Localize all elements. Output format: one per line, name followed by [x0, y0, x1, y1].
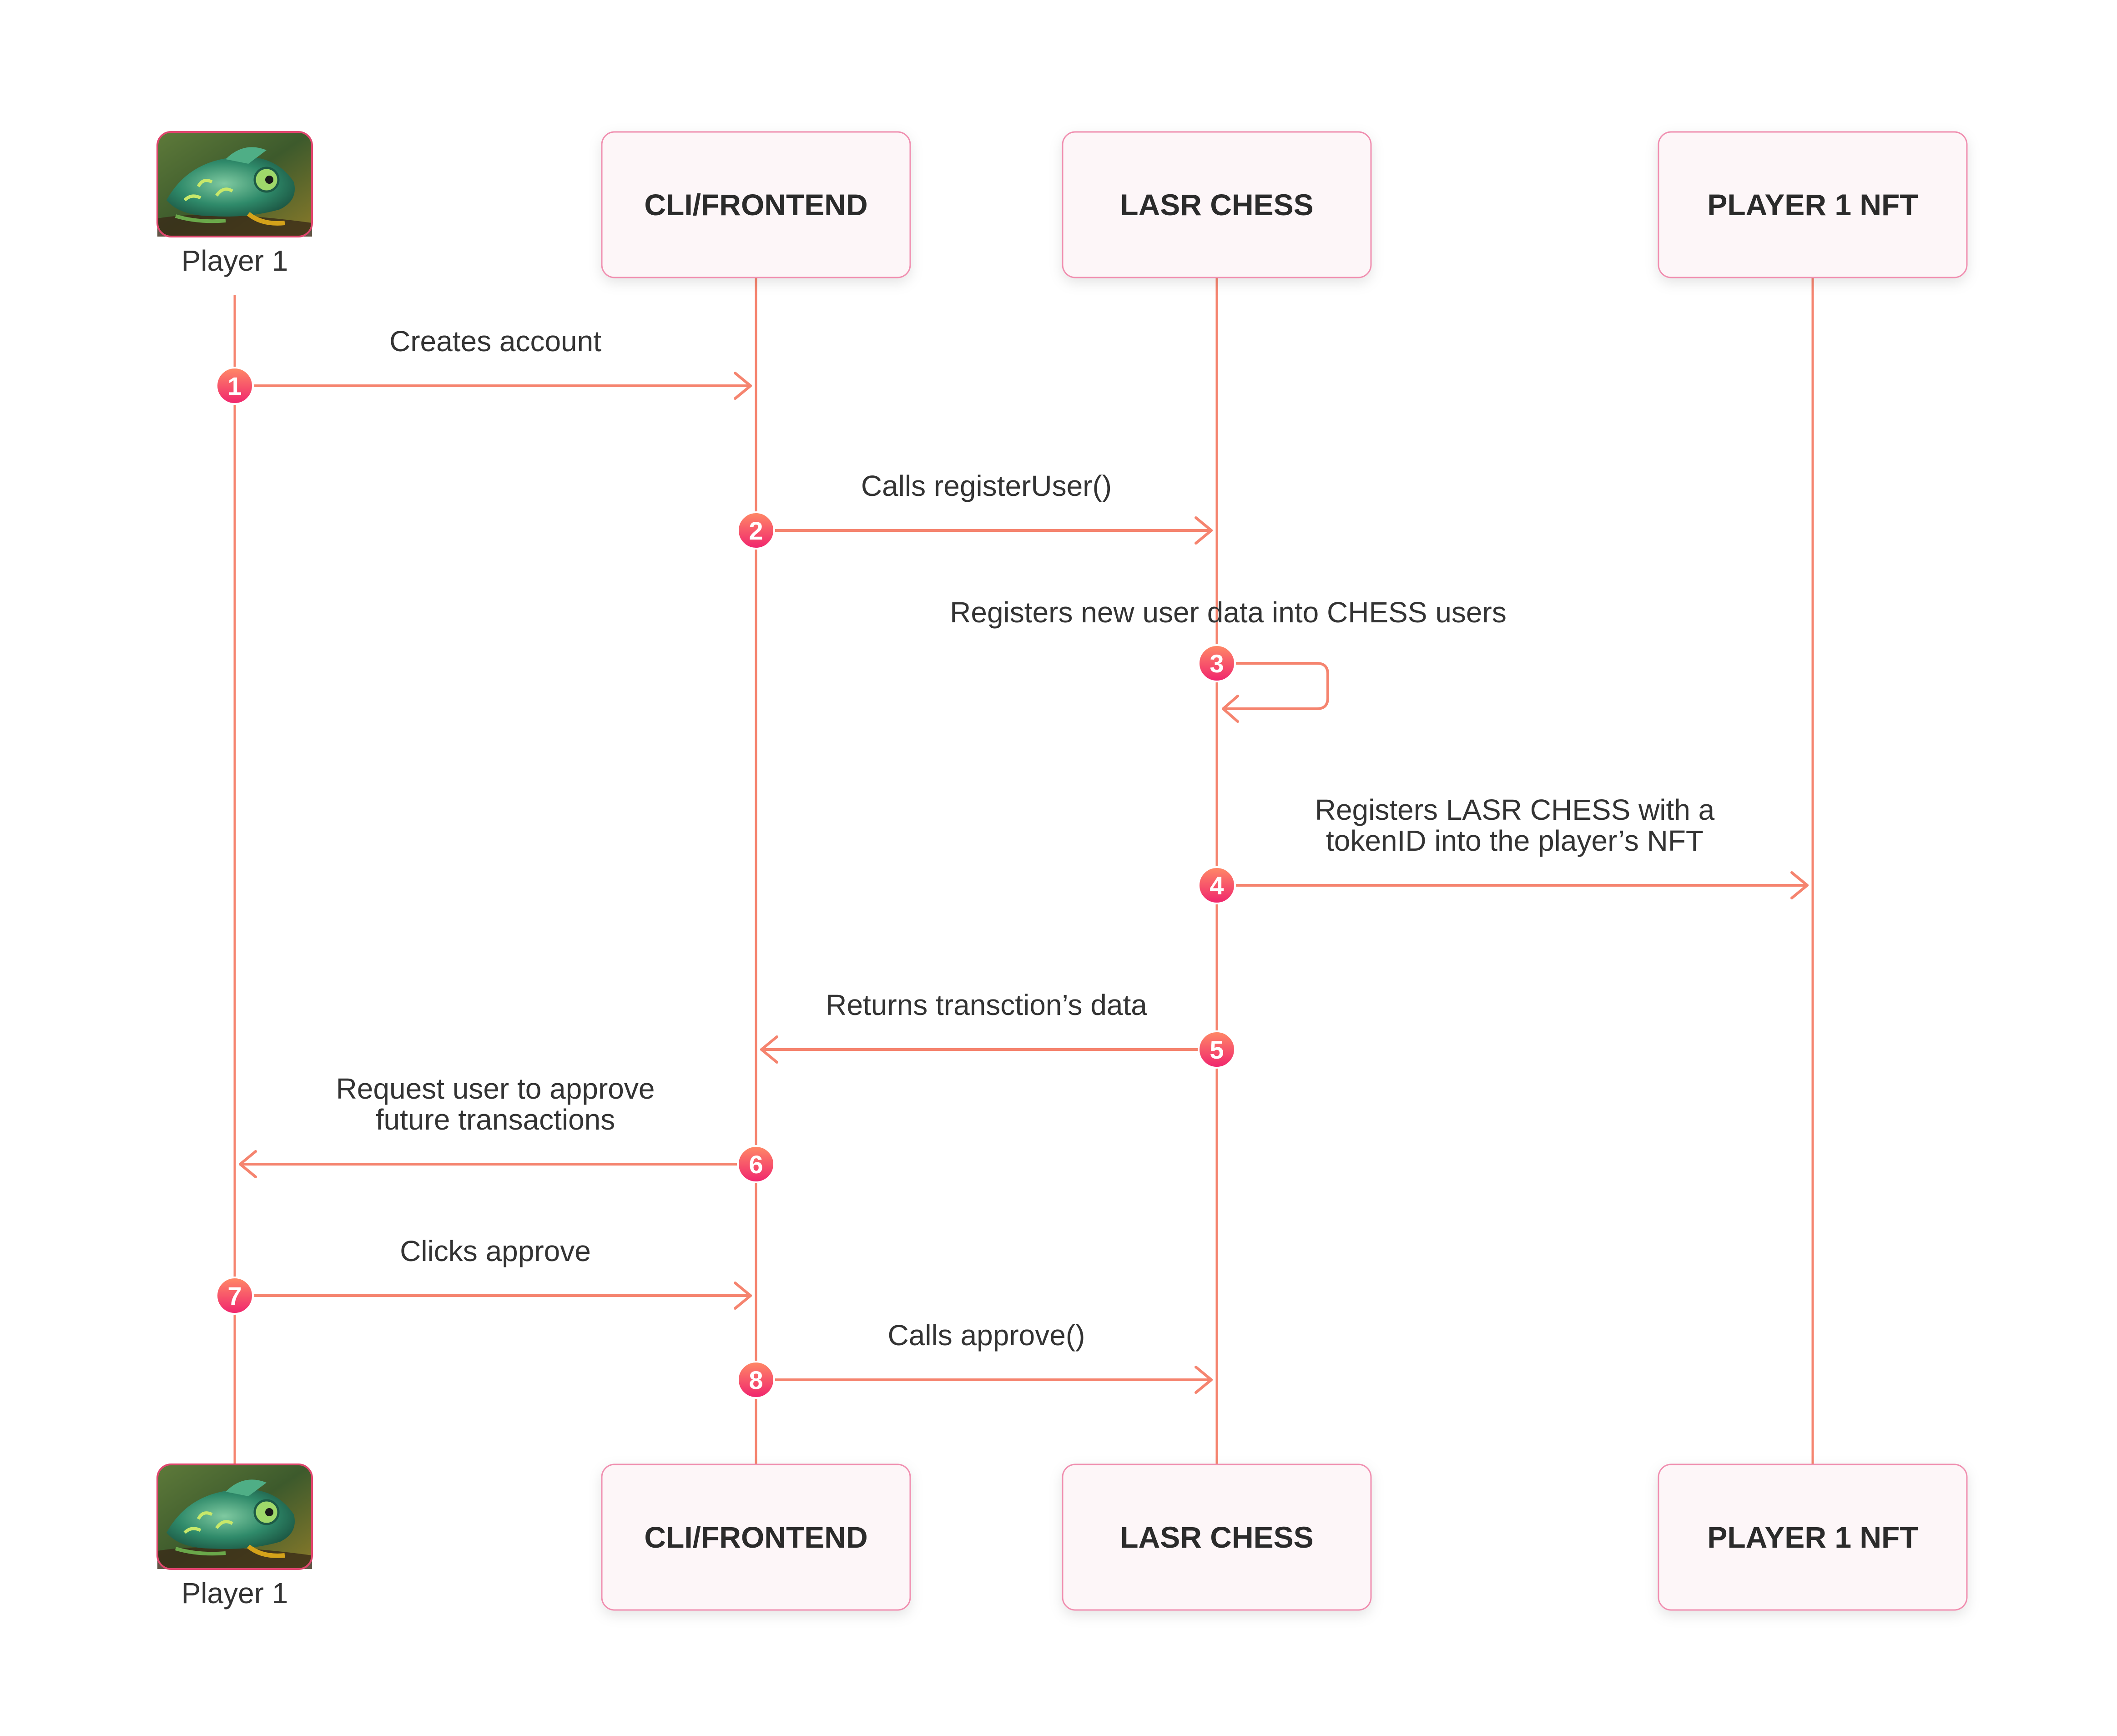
arrowhead [734, 1282, 752, 1310]
participant-box-cli-top: CLI/FRONTEND [601, 131, 911, 278]
participant-box-frame [1658, 1463, 1968, 1611]
arrowhead [1222, 695, 1239, 723]
participant-box-frame [601, 1463, 911, 1611]
step-badge-circle [737, 1361, 775, 1399]
step-badge: 5 [1198, 1030, 1236, 1069]
step-number: 4 [1210, 871, 1224, 900]
actor-label: Player 1 [181, 244, 288, 277]
avatar-frame [156, 1463, 313, 1570]
message-label: Request user to approve [336, 1072, 655, 1105]
message-5: Returns transction’s data 5 [760, 989, 1236, 1069]
step-badge-circle [216, 367, 254, 405]
participant-label: LASR CHESS [1120, 1520, 1313, 1554]
arrowhead [239, 1150, 257, 1178]
participants-top: Player 1 CLI/FRONTEND LASR CHESS PLAYER 1 N… [156, 131, 1968, 278]
step-number: 5 [1210, 1035, 1224, 1064]
message-1: Creates account 1 [216, 325, 752, 405]
participant-label: PLAYER 1 NFT [1707, 1520, 1918, 1554]
participant-box-nft-top: PLAYER 1 NFT [1658, 131, 1968, 278]
step-number: 3 [1210, 649, 1224, 678]
participants-bottom: Player 1 CLI/FRONTEND LASR CHESS PLAYER 1 N… [156, 1463, 1968, 1611]
chameleon-avatar-icon [157, 1464, 312, 1569]
step-badge-circle [737, 511, 775, 550]
participant-box-cli-bottom: CLI/FRONTEND [601, 1463, 911, 1611]
message-8: Calls approve() 8 [737, 1319, 1213, 1399]
step-badge: 7 [216, 1277, 254, 1315]
arrowhead [1195, 1366, 1213, 1394]
message-7: Clicks approve 7 [216, 1235, 752, 1315]
message-label: Clicks approve [400, 1235, 591, 1267]
actor-player-top: Player 1 [156, 131, 313, 277]
step-badge: 3 [1198, 644, 1236, 682]
message-label: tokenID into the player’s NFT [1326, 824, 1704, 857]
message-label: Returns transction’s data [826, 989, 1147, 1021]
lifelines [233, 278, 1814, 1464]
arrowhead [1195, 516, 1213, 545]
step-badge-circle [216, 1277, 254, 1315]
message-label: Registers LASR CHESS with a [1315, 793, 1715, 826]
step-badge: 1 [216, 367, 254, 405]
step-number: 7 [227, 1282, 242, 1310]
message-label: Calls registerUser() [861, 469, 1112, 502]
participant-label: CLI/FRONTEND [644, 188, 867, 222]
step-badge: 2 [737, 511, 775, 550]
step-number: 1 [227, 372, 242, 400]
participant-box-lasr-top: LASR CHESS [1062, 131, 1372, 278]
step-badge: 8 [737, 1361, 775, 1399]
participant-label: PLAYER 1 NFT [1707, 188, 1918, 222]
participant-box-frame [1062, 1463, 1372, 1611]
message-label: Registers new user data into CHESS users [950, 596, 1507, 629]
avatar-frame [156, 131, 313, 237]
participant-box-lasr-bottom: LASR CHESS [1062, 1463, 1372, 1611]
participant-box-nft-bottom: PLAYER 1 NFT [1658, 1463, 1968, 1611]
actor-label: Player 1 [181, 1577, 288, 1610]
participant-box-frame [1062, 131, 1372, 278]
participant-box-frame [601, 131, 911, 278]
step-number: 8 [749, 1366, 763, 1394]
step-badge-circle [737, 1145, 775, 1183]
message-3: Registers new user data into CHESS users… [950, 596, 1507, 723]
chameleon-avatar-icon [157, 132, 312, 237]
message-2: Calls registerUser() 2 [737, 469, 1213, 550]
step-badge: 6 [737, 1145, 775, 1183]
arrowhead [734, 372, 752, 400]
message-label: Creates account [389, 325, 601, 358]
actor-player-bottom: Player 1 [156, 1463, 313, 1610]
participant-label: CLI/FRONTEND [644, 1520, 867, 1554]
step-badge-circle [1198, 1030, 1236, 1069]
message-label: future transactions [376, 1103, 615, 1136]
step-badge: 4 [1198, 866, 1236, 904]
step-badge-circle [1198, 866, 1236, 904]
step-number: 2 [749, 516, 763, 545]
message-label: Calls approve() [888, 1319, 1085, 1352]
step-number: 6 [749, 1150, 763, 1179]
step-badge-circle [1198, 644, 1236, 682]
participant-box-frame [1658, 131, 1968, 278]
self-loop-arrow [1215, 662, 1329, 710]
arrowhead [760, 1035, 778, 1064]
arrowhead [1790, 871, 1809, 899]
participant-label: LASR CHESS [1120, 188, 1313, 222]
